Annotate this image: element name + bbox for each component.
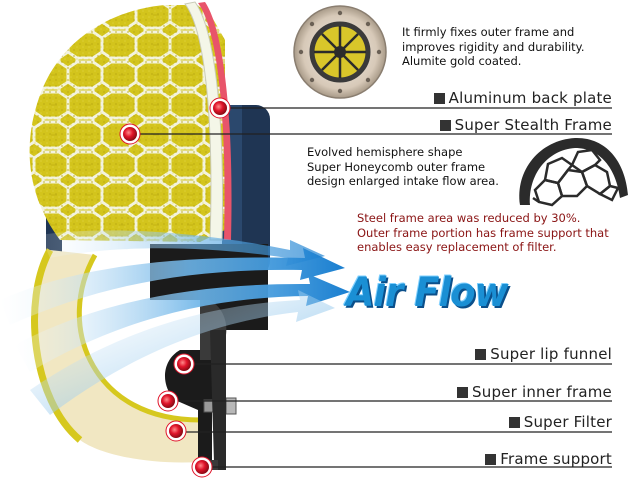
honeycomb-cage-image [519,137,628,207]
callout-label: Super Filter [523,413,612,431]
steel-frame-note: Steel frame area was reduced by 30%. Out… [357,211,609,254]
callout-label: Super lip funnel [490,345,612,363]
filter-dome [29,1,232,242]
back-plate-detail-image [293,5,387,99]
bullet-square-icon [485,454,497,465]
callout-label: Aluminum back plate [448,89,612,107]
callout-super-filter: Super Filter [508,413,612,431]
bullet-square-icon [433,93,445,104]
callout-label: Super inner frame [472,383,612,401]
callout-super-stealth-frame: Super Stealth Frame [439,116,612,134]
callout-markers [119,97,231,478]
callout-label: Frame support [500,450,612,468]
bullet-square-icon [475,349,487,360]
callout-frame-support: Frame support [485,450,612,468]
bullet-square-icon [439,120,451,131]
bullet-square-icon [508,417,520,428]
airflow-streams [0,230,350,415]
alumite-note: It firmly fixes outer frame and improves… [402,25,585,68]
airflow-label: Air Flow [346,270,509,316]
leader-lines [138,107,612,468]
callout-label: Super Stealth Frame [454,116,612,134]
hemisphere-note: Evolved hemisphere shape Super Honeycomb… [307,145,499,188]
callout-aluminum-back-plate: Aluminum back plate [433,89,612,107]
callout-super-lip-funnel: Super lip funnel [475,345,612,363]
bullet-square-icon [457,387,469,398]
callout-super-inner-frame: Super inner frame [457,383,612,401]
